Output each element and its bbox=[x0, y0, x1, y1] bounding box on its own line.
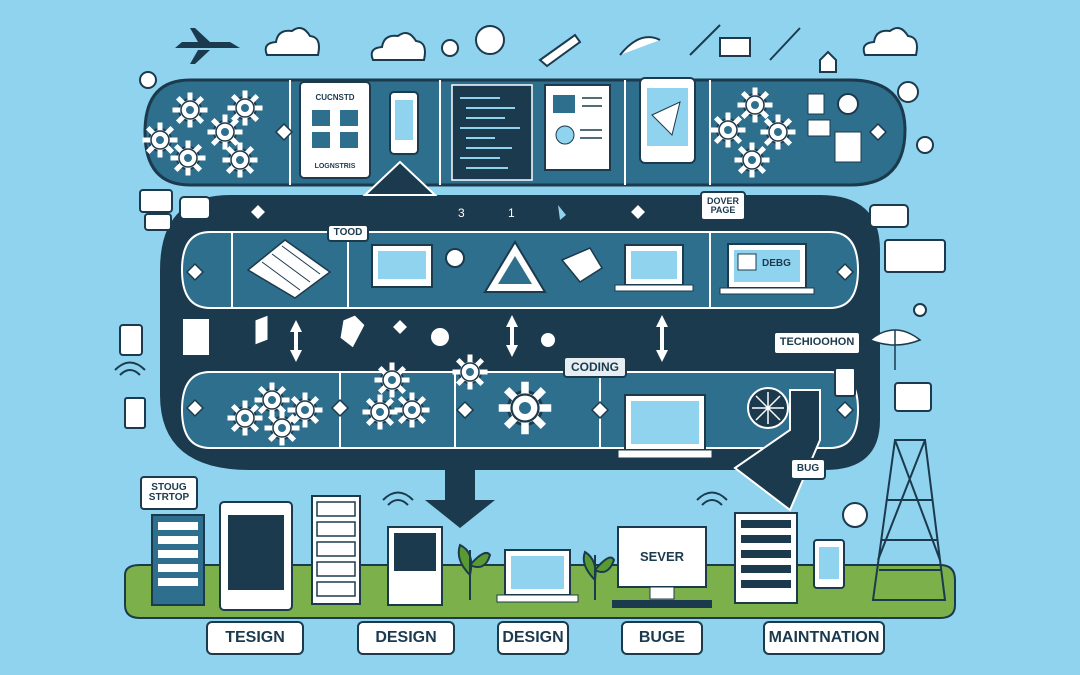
tech-gears-icon bbox=[713, 90, 862, 175]
tower-icon bbox=[871, 439, 947, 601]
server-label: SEVER bbox=[640, 549, 685, 564]
tablet-footer: LOGNSTRIS bbox=[315, 163, 356, 170]
document-icon bbox=[544, 84, 611, 171]
laptop-icon bbox=[614, 244, 694, 292]
sky-icons bbox=[139, 24, 919, 103]
story-startup-tag: STOUG STRTOP bbox=[140, 476, 198, 510]
server-tower-icon bbox=[734, 512, 798, 604]
phase-label-tesign: TESIGN bbox=[206, 621, 304, 655]
tablet-icon bbox=[299, 81, 371, 179]
cloud-icon bbox=[370, 31, 426, 61]
bug-path bbox=[733, 389, 821, 512]
kiosk-icon bbox=[387, 526, 443, 606]
filing-cabinet-icon bbox=[311, 495, 361, 605]
debug-label: DEBG bbox=[762, 258, 791, 269]
cloud-icon bbox=[862, 26, 918, 56]
todo-tag: TOOD bbox=[327, 224, 369, 242]
tablet-title: CUCNSTD bbox=[315, 93, 354, 102]
coding-tag: CODING bbox=[563, 356, 627, 378]
side-icons bbox=[119, 136, 946, 528]
code-window-icon bbox=[451, 84, 533, 181]
handshake-icon bbox=[560, 247, 604, 283]
development-label: DEVELOPMENT bbox=[492, 452, 568, 463]
monitor-icon bbox=[371, 244, 433, 288]
cursor-icon bbox=[558, 205, 566, 220]
server-rack-icon bbox=[151, 514, 205, 606]
design-laptop-icon bbox=[496, 549, 579, 603]
blueprint-icon bbox=[246, 239, 332, 299]
phone-icon bbox=[389, 91, 419, 155]
mobile-screen-icon bbox=[813, 539, 845, 589]
phase-label-buge: BUGE bbox=[621, 621, 703, 655]
step-number-1: 3 bbox=[458, 206, 465, 220]
pin-icon bbox=[445, 248, 465, 268]
technology-tag: TECHIOOHON bbox=[773, 331, 861, 355]
bug-tag: BUG bbox=[790, 458, 826, 480]
debug-laptop-icon bbox=[719, 243, 815, 295]
tablet-diagram-icon bbox=[639, 77, 696, 164]
server-monitor-icon bbox=[612, 526, 712, 608]
vertical-arrows bbox=[290, 315, 668, 362]
airplane-icon bbox=[175, 28, 240, 64]
dragonfly-icon bbox=[868, 329, 922, 370]
plant-icon bbox=[457, 543, 616, 600]
up-arrow-icon bbox=[362, 160, 438, 196]
dover-page-tag: DOVER PAGE bbox=[700, 191, 746, 221]
down-arrow-icon bbox=[425, 470, 495, 528]
between-band-icons bbox=[254, 314, 557, 349]
network-hub-icon bbox=[747, 387, 789, 429]
step-number-2: 1 bbox=[508, 206, 515, 220]
large-gear-icon bbox=[503, 386, 548, 431]
phase-label-design-2: DESIGN bbox=[497, 621, 569, 655]
coding-laptop-icon bbox=[617, 394, 713, 459]
phone-device-icon bbox=[219, 501, 293, 611]
phase-label-maintnation: MAINTNATION bbox=[763, 621, 885, 655]
phase-label-design: DESIGN bbox=[357, 621, 455, 655]
wifi-icon bbox=[114, 361, 728, 506]
cloud-icon bbox=[264, 26, 320, 56]
